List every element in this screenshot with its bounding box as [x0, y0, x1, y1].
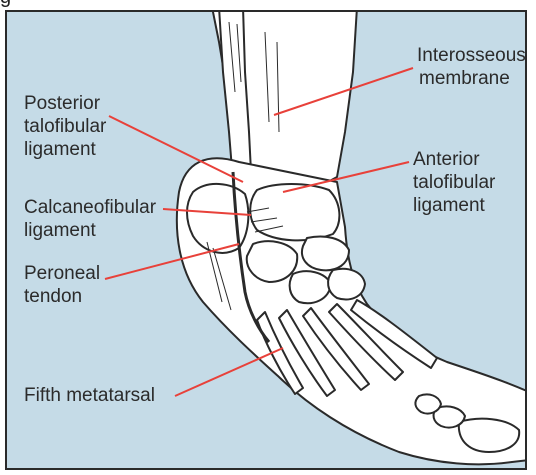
label-peroneal-tendon: Peroneal tendon [24, 262, 100, 308]
cuneiform-bone-2 [328, 269, 365, 300]
label-posterior-talofibular-ligament: Posterior talofibular ligament [24, 92, 106, 161]
leader-posterior-talofibular [109, 116, 243, 182]
illustration-panel: Interosseous membrane Posterior talofibu… [5, 10, 527, 470]
label-anterior-talofibular-ligament: Anterior talofibular ligament [413, 148, 495, 217]
leader-fifth-metatarsal [175, 348, 283, 396]
navicular-bone [302, 237, 349, 271]
talus-bone [250, 184, 339, 240]
label-calcaneofibular-ligament: Calcaneofibular ligament [24, 196, 156, 242]
label-fifth-metatarsal: Fifth metatarsal [24, 384, 155, 407]
label-interosseous-membrane: Interosseous membrane [417, 44, 526, 90]
cropped-caption-text: g [0, 0, 11, 9]
toe-3 [415, 394, 441, 413]
cuboid-bone [247, 241, 297, 282]
